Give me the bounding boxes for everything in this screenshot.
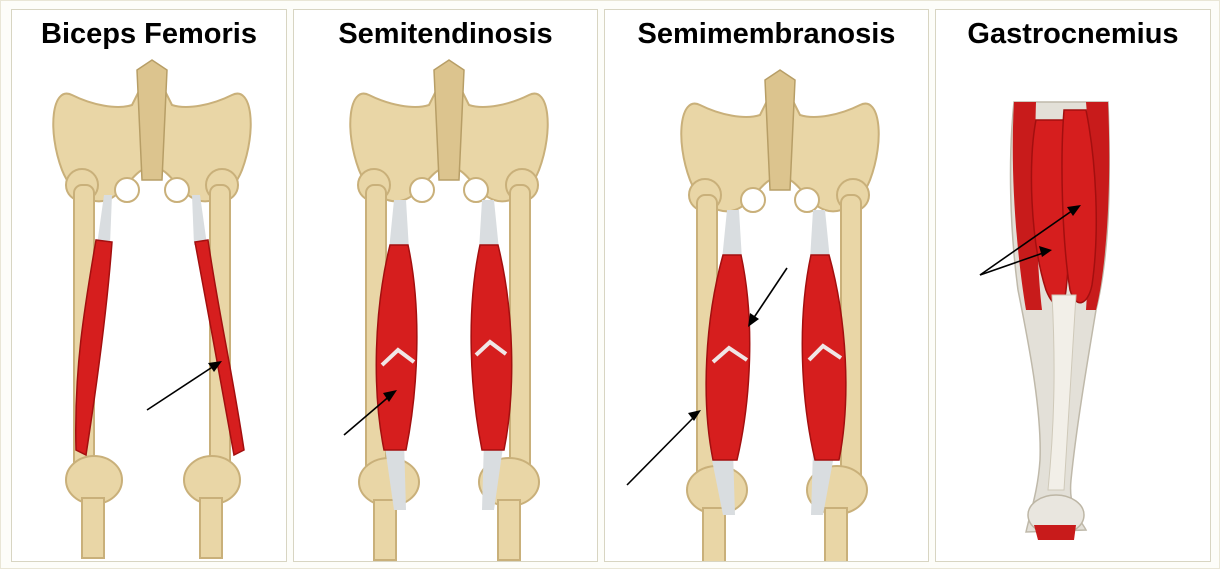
- hamstring-illustration: [12, 10, 287, 562]
- panel-semitendinosis: Semitendinosis: [293, 9, 598, 562]
- pointer-arrow-upper: [748, 268, 787, 327]
- semitendinosis-muscle-right: [471, 245, 512, 450]
- calf-illustration: [936, 10, 1211, 562]
- hamstring-illustration: [294, 10, 598, 562]
- panel-semimembranosis: Semimembranosis: [604, 9, 929, 562]
- tendons: [97, 195, 207, 245]
- panel-gastrocnemius: Gastrocnemius: [935, 9, 1211, 562]
- pointer-arrow-lower: [627, 410, 701, 485]
- foot: [1028, 495, 1084, 540]
- panel-biceps-femoris: Biceps Femoris: [11, 9, 287, 562]
- semimembranosis-muscle-right: [802, 255, 846, 460]
- hamstring-illustration: [605, 10, 929, 562]
